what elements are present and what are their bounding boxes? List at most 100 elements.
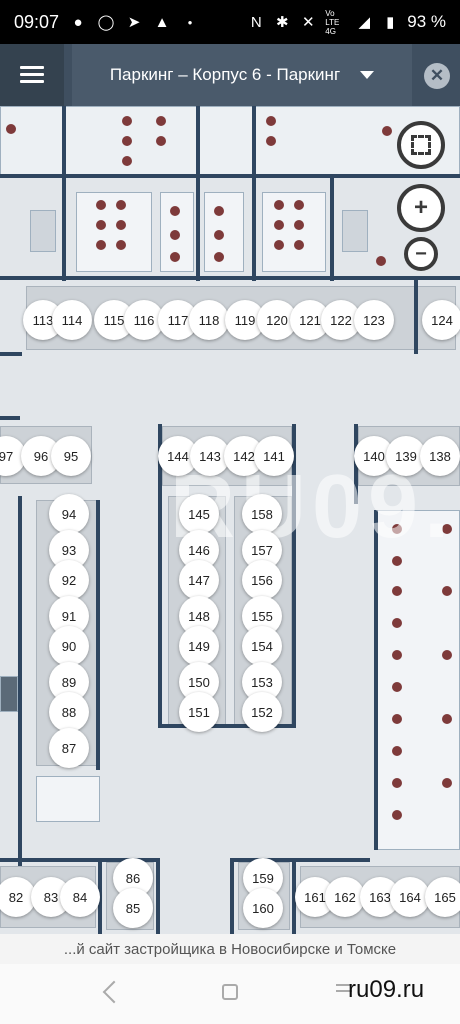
- brand-watermark: ru09.ru: [348, 976, 425, 1003]
- chevron-down-icon: [360, 71, 375, 79]
- storage-marker: [96, 200, 106, 210]
- storage-marker: [442, 778, 452, 788]
- fullscreen-icon: [411, 135, 431, 155]
- parking-spot[interactable]: 162: [325, 877, 365, 917]
- parking-spot[interactable]: 154: [242, 626, 282, 666]
- parking-spot[interactable]: 94: [49, 494, 89, 534]
- zoom-out-button[interactable]: −: [404, 237, 438, 271]
- parking-spot[interactable]: 84: [60, 877, 100, 917]
- parking-spot[interactable]: 149: [179, 626, 219, 666]
- parking-spot[interactable]: 124: [422, 300, 460, 340]
- back-icon[interactable]: [102, 980, 126, 1004]
- site-footer[interactable]: ...й сайт застройщика в Новосибирске и Т…: [0, 934, 460, 964]
- elevator: [30, 210, 56, 252]
- parking-spot[interactable]: 114: [52, 300, 92, 340]
- parking-spot[interactable]: 160: [243, 888, 283, 928]
- storage-marker: [392, 618, 402, 628]
- wall: [0, 352, 22, 356]
- storage-marker: [392, 810, 402, 820]
- top-rooms: [0, 106, 460, 176]
- storage-marker: [156, 116, 166, 126]
- parking-spot[interactable]: 82: [0, 877, 36, 917]
- elevator: [0, 676, 18, 712]
- parking-spot[interactable]: 151: [179, 692, 219, 732]
- wall: [98, 858, 102, 934]
- parking-spot[interactable]: 165: [425, 877, 460, 917]
- parking-spot[interactable]: 140: [354, 436, 394, 476]
- recents-icon[interactable]: [336, 984, 352, 998]
- chat-icon: ●: [73, 13, 83, 31]
- storage-marker: [442, 714, 452, 724]
- parking-spot[interactable]: 88: [49, 692, 89, 732]
- wall: [96, 500, 100, 770]
- parking-spot[interactable]: 147: [179, 560, 219, 600]
- storage-marker: [122, 156, 132, 166]
- parking-spot[interactable]: 152: [242, 692, 282, 732]
- storage-marker: [116, 220, 126, 230]
- parking-spot[interactable]: 141: [254, 436, 294, 476]
- storage-block: [76, 192, 152, 272]
- floor-selector[interactable]: Паркинг – Корпус 6 - Паркинг: [72, 44, 412, 106]
- signal-icon: ◢: [358, 14, 371, 31]
- mute-icon: ✕: [301, 14, 315, 31]
- storage-marker: [170, 252, 180, 262]
- floor-plan-map[interactable]: RU09.R 113 114 115 116 117 118 119 120 1…: [0, 106, 460, 934]
- fullscreen-button[interactable]: [397, 121, 445, 169]
- storage-marker: [156, 136, 166, 146]
- hamburger-icon: [20, 66, 44, 84]
- status-bar: 09:07 ● ◯ ➤ ▲ ● N ✱ ✕ Vo LTE 4G ◢ ▮ 93 %: [0, 0, 460, 44]
- parking-spot[interactable]: 156: [242, 560, 282, 600]
- parking-spot[interactable]: 138: [420, 436, 460, 476]
- storage-marker: [170, 206, 180, 216]
- parking-spot[interactable]: 145: [179, 494, 219, 534]
- message-icon: ◯: [97, 14, 115, 31]
- parking-spot[interactable]: 87: [49, 728, 89, 768]
- parking-spot[interactable]: 163: [360, 877, 400, 917]
- wall: [292, 858, 296, 934]
- storage-block: [204, 192, 244, 272]
- parking-spot[interactable]: 92: [49, 560, 89, 600]
- storage-marker: [442, 586, 452, 596]
- close-icon: ✕: [429, 66, 445, 85]
- warning-icon: ▲: [154, 13, 170, 31]
- storage-marker: [392, 650, 402, 660]
- parking-spot[interactable]: 143: [190, 436, 230, 476]
- menu-button[interactable]: [0, 44, 64, 106]
- storage-marker: [392, 524, 402, 534]
- bluetooth-icon: ✱: [275, 14, 289, 31]
- room: [36, 776, 100, 822]
- storage-marker: [392, 586, 402, 596]
- storage-marker: [96, 220, 106, 230]
- storage-marker: [122, 136, 132, 146]
- volte-label: Vo LTE 4G: [325, 8, 340, 36]
- storage-marker: [392, 714, 402, 724]
- storage-marker: [392, 746, 402, 756]
- parking-spot[interactable]: 85: [113, 888, 153, 928]
- dot-icon: ●: [187, 17, 193, 27]
- footer-text: ...й сайт застройщика в Новосибирске и Т…: [63, 940, 397, 958]
- storage-marker: [294, 200, 304, 210]
- storage-marker: [266, 136, 276, 146]
- parking-spot[interactable]: 123: [354, 300, 394, 340]
- parking-spot[interactable]: 95: [51, 436, 91, 476]
- storage-marker: [294, 240, 304, 250]
- storage-marker: [122, 116, 132, 126]
- parking-spot[interactable]: 139: [386, 436, 426, 476]
- storage-marker: [274, 240, 284, 250]
- home-icon[interactable]: [222, 984, 238, 1000]
- storage-marker: [294, 220, 304, 230]
- close-button[interactable]: ✕: [424, 63, 450, 89]
- telegram-icon: ➤: [127, 14, 141, 31]
- parking-spot[interactable]: 90: [49, 626, 89, 666]
- zoom-in-button[interactable]: +: [397, 184, 445, 232]
- parking-spot[interactable]: 118: [189, 300, 229, 340]
- storage-marker: [442, 650, 452, 660]
- wall: [0, 276, 460, 280]
- storage-marker: [376, 256, 386, 266]
- wall: [0, 858, 160, 862]
- parking-spot[interactable]: 158: [242, 494, 282, 534]
- storage-marker: [274, 200, 284, 210]
- parking-spot[interactable]: 116: [124, 300, 164, 340]
- parking-spot[interactable]: 164: [390, 877, 430, 917]
- storage-block: [376, 510, 460, 850]
